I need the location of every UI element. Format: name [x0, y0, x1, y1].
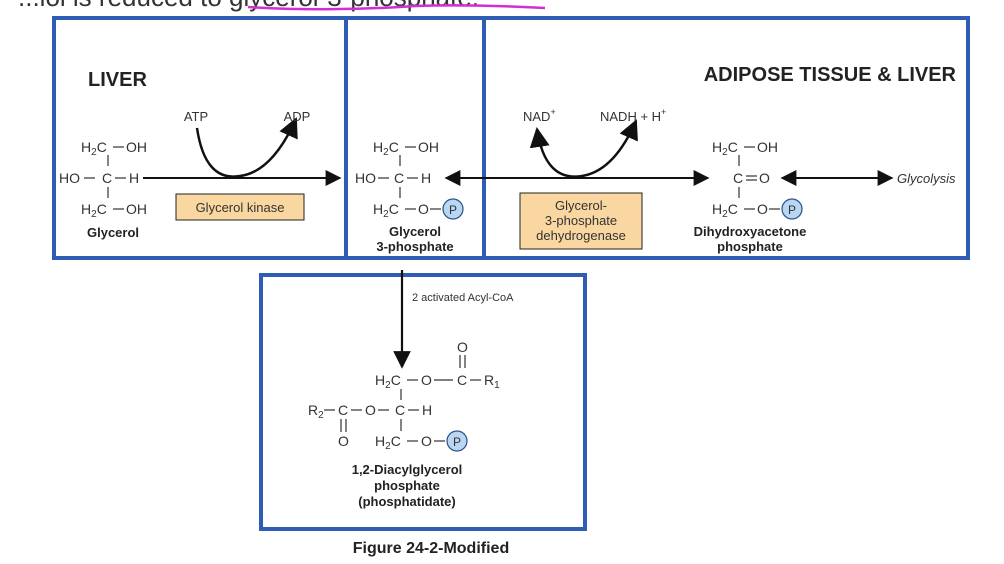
- adipose-label: ADIPOSE TISSUE & LIVER: [704, 64, 957, 86]
- acyl-coa-label: 2 activated Acyl-CoA: [412, 292, 514, 304]
- phosphate-label-dhap: P: [788, 203, 796, 217]
- glycerol-name: Glycerol: [87, 225, 139, 240]
- svg-text:H2C: H2C: [373, 201, 399, 220]
- phosphate-circle-dhap: [781, 198, 803, 220]
- svg-text:H: H: [421, 170, 431, 186]
- dhap-name-line1: Dihydroxyacetone: [694, 224, 807, 239]
- svg-text:O: O: [418, 201, 429, 217]
- pa-name-line3: (phosphatidate): [358, 494, 456, 509]
- svg-text:H2C: H2C: [712, 201, 738, 220]
- g3pdh-label-line2: 3-phosphate: [545, 213, 617, 228]
- glycerol-structure: H2C OH HO C H H2C OH: [59, 139, 147, 220]
- figure-caption: Figure 24-2-Modified: [353, 540, 509, 557]
- nad-nadh-curve-arrow: [529, 119, 638, 178]
- nadh-label: NADH + H+: [600, 107, 666, 124]
- svg-text:R1: R1: [484, 372, 500, 391]
- glycerol-3-phosphate-structure: H2C OH HO C H H2C O: [355, 139, 441, 220]
- glycerol-kinase-label: Glycerol kinase: [196, 200, 285, 215]
- svg-text:H2C: H2C: [375, 372, 401, 391]
- svg-text:O: O: [759, 170, 770, 186]
- highlight-underline: [247, 4, 546, 11]
- dhap-name-line2: phosphate: [717, 239, 783, 254]
- pa-name-line2: phosphate: [374, 478, 440, 493]
- svg-text:OH: OH: [418, 139, 439, 155]
- svg-text:O: O: [365, 402, 376, 418]
- g3pdh-label-line3: dehydrogenase: [536, 228, 626, 243]
- svg-text:HO: HO: [355, 170, 376, 186]
- svg-text:C: C: [457, 372, 467, 388]
- svg-text:O: O: [421, 433, 432, 449]
- svg-text:C: C: [102, 170, 112, 186]
- adipose-liver-box: [482, 16, 970, 260]
- glycolysis-label: Glycolysis: [897, 171, 956, 186]
- phosphatidate-structure: O H2C O C R1 R2 C O C H O H2C O: [308, 339, 500, 452]
- atp-label: ATP: [184, 109, 208, 124]
- adp-label: ADP: [284, 109, 311, 124]
- pa-name-line1: 1,2-Diacylglycerol: [352, 462, 463, 477]
- phosphate-circle-pa: [446, 430, 468, 452]
- svg-text:OH: OH: [757, 139, 778, 155]
- svg-text:HO: HO: [59, 170, 80, 186]
- svg-text:C: C: [338, 402, 348, 418]
- g3p-name-line1: Glycerol: [389, 224, 441, 239]
- dhap-structure: H2C OH C O H2C O: [712, 139, 780, 220]
- g3pdh-label-line1: Glycerol-: [555, 198, 607, 213]
- svg-text:O: O: [421, 372, 432, 388]
- liver-label: LIVER: [88, 69, 147, 91]
- svg-text:H2C: H2C: [81, 139, 107, 158]
- svg-text:OH: OH: [126, 201, 147, 217]
- svg-text:OH: OH: [126, 139, 147, 155]
- svg-text:O: O: [338, 433, 349, 449]
- svg-text:H2C: H2C: [81, 201, 107, 220]
- glycerol-kinase-box: [175, 193, 305, 221]
- svg-text:O: O: [757, 201, 768, 217]
- glycerol-3-phosphate-box: [344, 16, 486, 260]
- svg-text:H2C: H2C: [375, 433, 401, 452]
- svg-text:H: H: [422, 402, 432, 418]
- svg-text:C: C: [395, 402, 405, 418]
- nad-label: NAD+: [523, 107, 556, 124]
- phosphate-circle-g3p: [442, 198, 464, 220]
- svg-text:C: C: [733, 170, 743, 186]
- phosphate-label-pa: P: [453, 435, 461, 449]
- svg-text:H: H: [129, 170, 139, 186]
- svg-text:R2: R2: [308, 402, 324, 421]
- svg-text:H2C: H2C: [712, 139, 738, 158]
- svg-text:C: C: [394, 170, 404, 186]
- phosphate-label-g3p: P: [449, 203, 457, 217]
- svg-text:O: O: [457, 339, 468, 355]
- svg-text:H2C: H2C: [373, 139, 399, 158]
- g3p-name-line2: 3-phosphate: [376, 239, 453, 254]
- phosphatidate-box: [259, 273, 587, 531]
- atp-adp-curve-arrow: [195, 117, 298, 178]
- g3pdh-box: [519, 192, 643, 250]
